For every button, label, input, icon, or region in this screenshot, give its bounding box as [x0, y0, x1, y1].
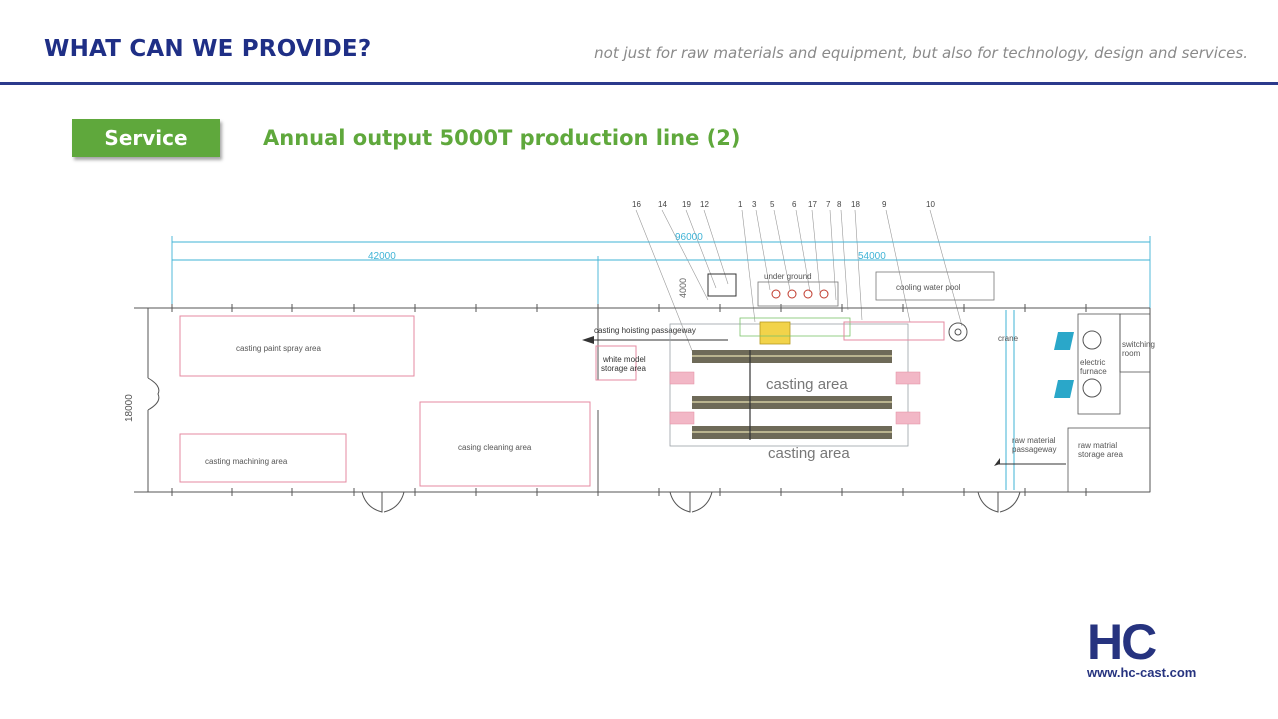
area-white-model-l1: white model — [602, 355, 646, 364]
area-hoisting: casting hoisting passageway — [594, 326, 696, 335]
area-raw-storage-l1: raw matrial — [1078, 441, 1117, 450]
page-title: WHAT CAN WE PROVIDE? — [44, 36, 372, 62]
area-casting-1: casting area — [766, 376, 848, 393]
factory-floor-plan: 16 14 19 12 1 3 5 6 17 7 8 18 9 10 — [124, 200, 1155, 513]
section-subtitle: Annual output 5000T production line (2) — [263, 126, 741, 150]
page-tagline: not just for raw materials and equipment… — [594, 44, 1248, 62]
callout-number: 8 — [837, 200, 842, 209]
header-divider — [0, 82, 1278, 85]
dimension-left: 42000 — [368, 251, 396, 262]
callout-number: 10 — [926, 200, 935, 209]
area-under-ground: under ground — [764, 272, 812, 281]
logo-mark: HC — [1087, 614, 1157, 670]
callout-number: 18 — [851, 200, 860, 209]
callout-number: 1 — [738, 200, 743, 209]
callout-number: 14 — [658, 200, 667, 209]
area-raw-storage-l2: storage area — [1078, 450, 1123, 459]
area-paint-spray: casting paint spray area — [236, 344, 321, 353]
dimension-total: 96000 — [675, 232, 703, 243]
area-electric-l2: furnace — [1080, 367, 1107, 376]
company-logo: HC www.hc-cast.com — [1087, 614, 1247, 680]
area-raw-passage-l2: passageway — [1012, 445, 1056, 454]
area-machining: casting machining area — [205, 457, 288, 466]
callout-number: 5 — [770, 200, 775, 209]
area-white-model-l2: storage area — [601, 364, 646, 373]
callout-number: 12 — [700, 200, 709, 209]
callout-number: 16 — [632, 200, 641, 209]
dimension-small: 4000 — [678, 278, 688, 298]
area-cleaning: casing cleaning area — [458, 443, 532, 452]
callout-numbers: 16 14 19 12 1 3 5 6 17 7 8 18 9 10 — [632, 200, 935, 209]
area-switching-l2: room — [1122, 349, 1141, 358]
logo-url: www.hc-cast.com — [1087, 665, 1197, 680]
callout-number: 19 — [682, 200, 691, 209]
area-casting-2: casting area — [768, 445, 850, 462]
area-crane: crane — [998, 334, 1019, 343]
dimension-height: 18000 — [124, 394, 135, 422]
area-raw-passage-l1: raw material — [1012, 436, 1056, 445]
callout-number: 3 — [752, 200, 757, 209]
callout-number: 6 — [792, 200, 797, 209]
callout-number: 17 — [808, 200, 817, 209]
area-cooling-pool: cooling water pool — [896, 283, 961, 292]
callout-number: 9 — [882, 200, 887, 209]
dimension-right: 54000 — [858, 251, 886, 262]
area-switching-l1: switching — [1122, 340, 1155, 349]
area-electric-l1: electric — [1080, 358, 1105, 367]
service-badge: Service — [72, 119, 220, 157]
callout-number: 7 — [826, 200, 831, 209]
